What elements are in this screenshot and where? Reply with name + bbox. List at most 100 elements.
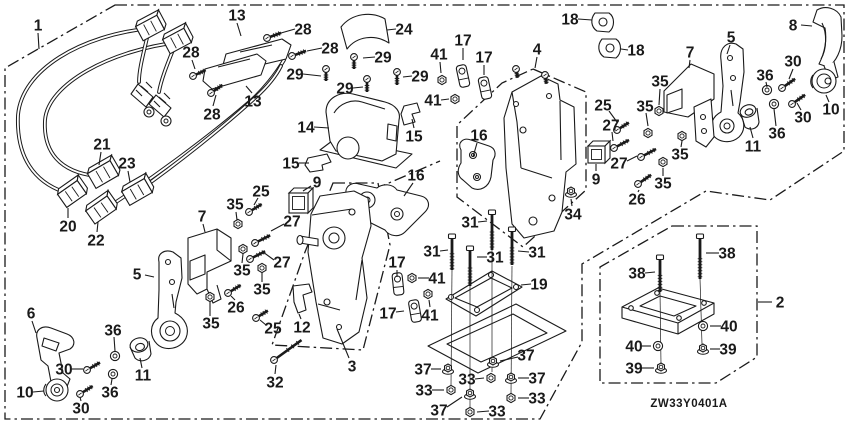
callout-25: 25 bbox=[252, 184, 270, 201]
callout-10: 10 bbox=[16, 385, 33, 402]
callout-22: 22 bbox=[87, 233, 104, 250]
callout-26: 26 bbox=[227, 300, 245, 317]
callout-20: 20 bbox=[59, 219, 76, 236]
callout-29: 29 bbox=[411, 69, 429, 86]
callout-11: 11 bbox=[135, 368, 152, 385]
callout-17: 17 bbox=[379, 306, 396, 323]
callout-7: 7 bbox=[686, 45, 695, 62]
callout-25: 25 bbox=[264, 321, 282, 338]
callout-1: 1 bbox=[34, 18, 43, 35]
callout-21: 21 bbox=[93, 137, 111, 154]
callout-13: 13 bbox=[244, 94, 262, 111]
callout-28: 28 bbox=[294, 22, 312, 39]
callout-31: 31 bbox=[486, 250, 504, 267]
axis-lines bbox=[450, 250, 703, 408]
callout-30: 30 bbox=[784, 54, 801, 71]
callout-31: 31 bbox=[528, 245, 546, 262]
callout-6: 6 bbox=[27, 306, 36, 323]
callout-27: 27 bbox=[610, 156, 627, 173]
callout-25: 25 bbox=[594, 98, 612, 115]
callout-29: 29 bbox=[336, 81, 354, 98]
callout-28: 28 bbox=[182, 45, 200, 62]
callout-37: 37 bbox=[414, 362, 431, 379]
callout-31: 31 bbox=[423, 244, 441, 261]
callout-27: 27 bbox=[283, 214, 300, 231]
callout-40: 40 bbox=[625, 339, 642, 356]
callout-24: 24 bbox=[395, 22, 413, 39]
callout-16: 16 bbox=[407, 168, 425, 185]
callout-33: 33 bbox=[415, 383, 433, 400]
callout-15: 15 bbox=[405, 129, 423, 146]
callout-17: 17 bbox=[475, 50, 492, 67]
callout-35: 35 bbox=[202, 316, 220, 333]
callout-18: 18 bbox=[561, 12, 579, 29]
callout-41: 41 bbox=[421, 308, 439, 325]
callout-32: 32 bbox=[266, 375, 283, 392]
callout-5: 5 bbox=[133, 267, 142, 284]
callout-36: 36 bbox=[768, 126, 786, 143]
callout-41: 41 bbox=[424, 93, 442, 110]
callout-39: 39 bbox=[625, 361, 643, 378]
callout-31: 31 bbox=[461, 215, 479, 232]
callout-39: 39 bbox=[719, 342, 737, 359]
callout-12: 12 bbox=[293, 320, 310, 337]
part-shapes bbox=[36, 7, 843, 402]
callout-35: 35 bbox=[671, 147, 689, 164]
callout-33: 33 bbox=[458, 372, 476, 389]
callout-7: 7 bbox=[198, 209, 207, 226]
callout-33: 33 bbox=[528, 391, 546, 408]
callout-14: 14 bbox=[297, 120, 315, 137]
callout-37: 37 bbox=[517, 348, 534, 365]
callout-27: 27 bbox=[273, 255, 290, 272]
callout-9: 9 bbox=[592, 172, 601, 189]
callout-35: 35 bbox=[636, 99, 654, 116]
callout-17: 17 bbox=[388, 255, 405, 272]
callout-34: 34 bbox=[564, 207, 582, 224]
callout-17: 17 bbox=[454, 33, 471, 50]
callout-28: 28 bbox=[321, 41, 339, 58]
callout-8: 8 bbox=[789, 18, 798, 35]
callout-26: 26 bbox=[628, 192, 646, 209]
leader-lines bbox=[31, 18, 830, 413]
callout-35: 35 bbox=[651, 74, 669, 91]
callout-15: 15 bbox=[282, 156, 300, 173]
callout-23: 23 bbox=[118, 156, 136, 173]
callout-28: 28 bbox=[203, 107, 221, 124]
callout-35: 35 bbox=[654, 176, 672, 193]
callout-36: 36 bbox=[104, 323, 122, 340]
callout-16: 16 bbox=[470, 128, 488, 145]
callout-29: 29 bbox=[286, 67, 304, 84]
callout-41: 41 bbox=[428, 271, 446, 288]
callout-33: 33 bbox=[488, 404, 506, 421]
callout-35: 35 bbox=[233, 263, 251, 280]
callout-18: 18 bbox=[627, 43, 645, 60]
callout-19: 19 bbox=[530, 277, 548, 294]
callout-38: 38 bbox=[628, 266, 646, 283]
callout-37: 37 bbox=[430, 403, 447, 420]
callout-38: 38 bbox=[718, 246, 736, 263]
fastener-shapes bbox=[76, 31, 806, 418]
callout-40: 40 bbox=[720, 319, 737, 336]
callout-9: 9 bbox=[313, 175, 322, 192]
callout-36: 36 bbox=[756, 68, 774, 85]
callout-4: 4 bbox=[533, 42, 542, 59]
callout-36: 36 bbox=[101, 385, 119, 402]
callout-5: 5 bbox=[727, 30, 736, 47]
callout-29: 29 bbox=[374, 50, 392, 67]
callout-11: 11 bbox=[745, 139, 762, 156]
callout-37: 37 bbox=[528, 371, 545, 388]
callout-2: 2 bbox=[776, 295, 785, 312]
callout-10: 10 bbox=[822, 102, 839, 119]
callout-30: 30 bbox=[55, 362, 72, 379]
callout-30: 30 bbox=[794, 110, 811, 127]
callout-35: 35 bbox=[253, 282, 271, 299]
callout-13: 13 bbox=[228, 8, 246, 25]
callout-35: 35 bbox=[226, 197, 244, 214]
diagram-code: ZW33Y0401A bbox=[650, 398, 727, 410]
callout-27: 27 bbox=[602, 118, 619, 135]
callout-41: 41 bbox=[430, 47, 448, 64]
callout-3: 3 bbox=[348, 359, 357, 376]
